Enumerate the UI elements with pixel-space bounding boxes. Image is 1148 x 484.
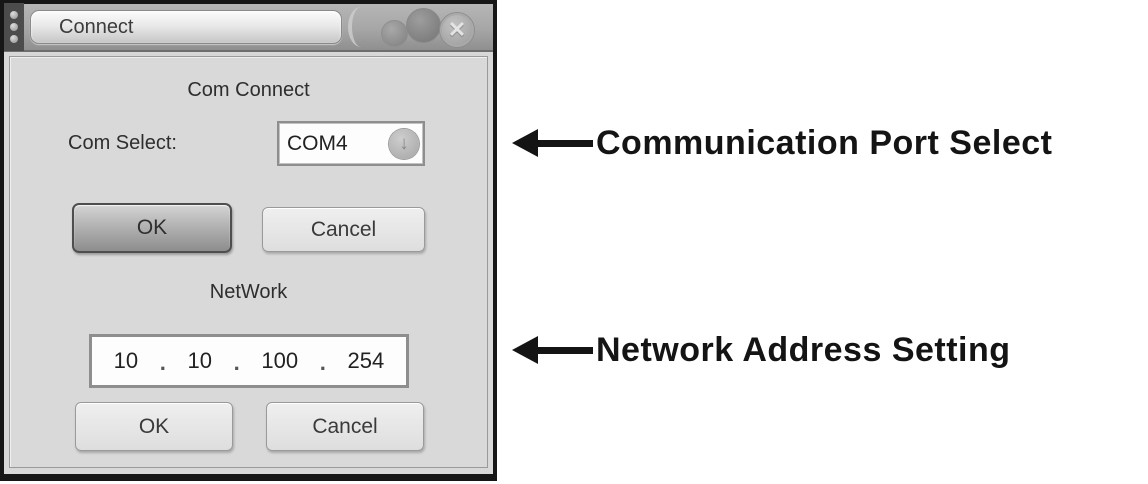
ip-octet-3[interactable]: 100: [261, 348, 299, 373]
ip-address-field[interactable]: 10 . 10 . 100 . 254: [89, 334, 409, 388]
network-ok-button[interactable]: OK: [75, 402, 233, 451]
title-bar[interactable]: Connect ✕: [4, 3, 493, 52]
com-cancel-button[interactable]: Cancel: [262, 207, 425, 252]
ip-octet-1[interactable]: 10: [113, 348, 139, 373]
left-arrow-icon: [512, 336, 593, 364]
chevron-down-icon: ↓: [399, 133, 409, 154]
close-button[interactable]: ✕: [440, 13, 474, 47]
ip-octet-4[interactable]: 254: [347, 348, 385, 373]
ip-separator: .: [233, 350, 240, 375]
annotation-network-address: Network Address Setting: [512, 324, 1011, 376]
window-grip-icon: [4, 3, 24, 51]
annotation-label: Network Address Setting: [596, 330, 1011, 369]
titlebar-curve-decoration: [348, 7, 374, 47]
network-heading: NetWork: [209, 281, 288, 303]
dropdown-button[interactable]: ↓: [389, 128, 419, 159]
connect-dialog: Connect ✕ Com Connect Com Select: COM4 ↓…: [0, 0, 497, 481]
com-port-select[interactable]: COM4 ↓: [277, 121, 425, 166]
annotation-label: Communication Port Select: [596, 123, 1053, 162]
close-icon: ✕: [447, 17, 467, 42]
com-ok-button[interactable]: OK: [72, 203, 232, 253]
left-arrow-icon: [512, 129, 593, 157]
dialog-body: Com Connect Com Select: COM4 ↓ OK Cancel…: [9, 56, 488, 468]
window-title: Connect: [59, 15, 134, 38]
com-connect-heading: Com Connect: [187, 79, 310, 101]
ip-separator: .: [319, 350, 326, 375]
annotation-com-port: Communication Port Select: [512, 117, 1052, 169]
network-cancel-button[interactable]: Cancel: [266, 402, 424, 451]
com-port-value: COM4: [287, 131, 348, 155]
titlebar-circle-decoration-large: [406, 8, 441, 43]
ip-octet-2[interactable]: 10: [187, 348, 213, 373]
titlebar-circle-decoration-small: [381, 20, 408, 47]
title-inset: Connect: [30, 10, 342, 44]
ip-separator: .: [159, 350, 166, 375]
com-select-label: Com Select:: [68, 132, 177, 154]
